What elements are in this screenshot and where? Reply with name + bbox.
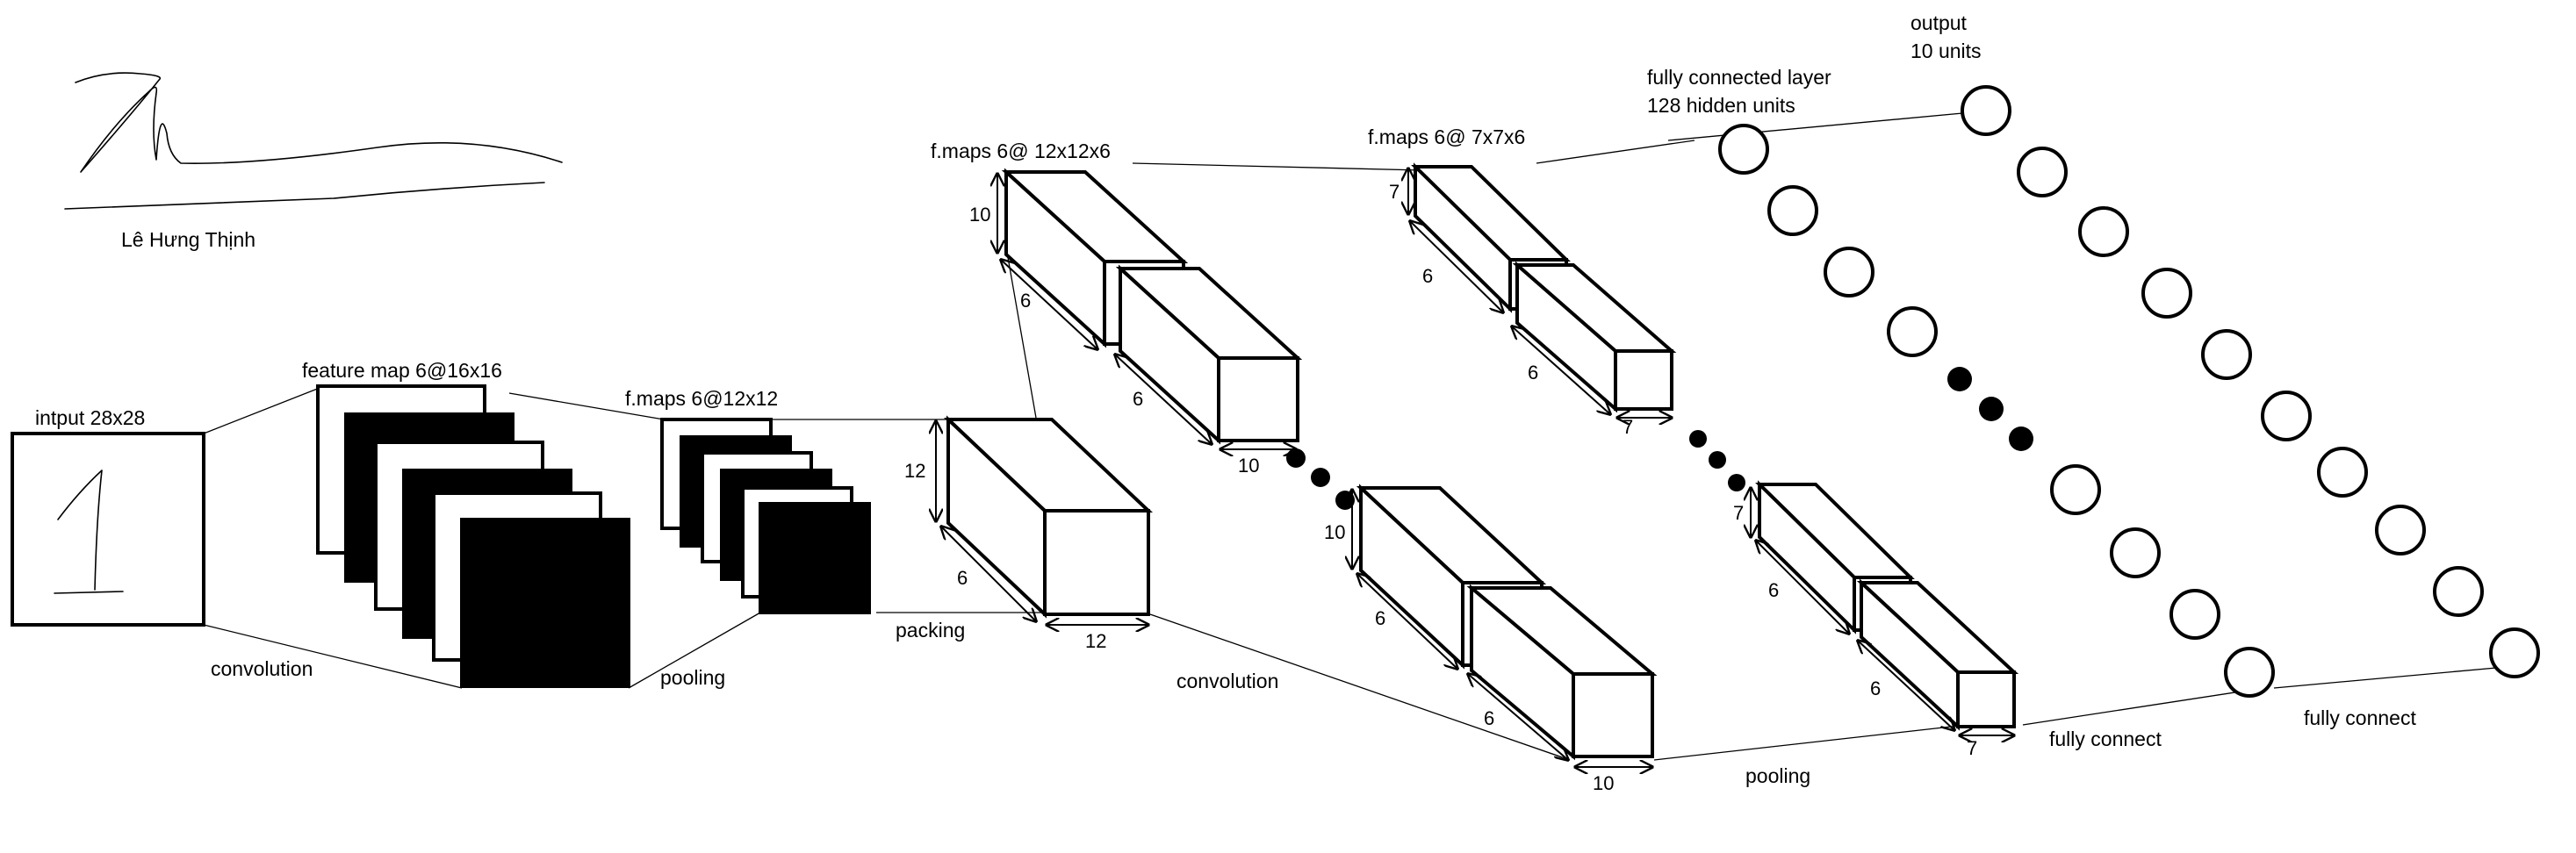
conv-block-upper-front [1115, 264, 1303, 445]
pooled-map-label: f.maps 6@12x12 [625, 387, 778, 410]
conv-block-lower-front [1466, 584, 1658, 761]
output-layer-title: output [1910, 11, 1968, 34]
packed-height-label: 12 [904, 460, 925, 482]
input-image [11, 432, 205, 627]
hidden-layer-title: fully connected layer [1647, 66, 1831, 89]
conv-width-label: 10 [1238, 455, 1259, 477]
pool-width-label: 7 [1623, 416, 1633, 438]
packed-width-label: 12 [1085, 630, 1106, 652]
conv-lower-depth-back-arrow [1357, 574, 1457, 669]
operation-fully-connect-2: fully connect [2304, 706, 2416, 729]
pool-lower-depth-front-label: 6 [1870, 677, 1881, 699]
output-layer-neurons [1961, 85, 2540, 678]
conv-lower-width-label: 10 [1593, 772, 1614, 794]
conv-height-label: 10 [969, 204, 990, 226]
conv-lower-depth-front-label: 6 [1484, 707, 1494, 729]
conv-depth-front-arrow [1115, 355, 1212, 444]
signature-name: Lê Hưng Thịnh [121, 228, 255, 251]
pool-lower-depth-back-arrow [1756, 541, 1849, 634]
packed-depth-label: 6 [957, 567, 968, 589]
pool-height-label: 7 [1389, 181, 1400, 203]
feature-map-stack [316, 384, 630, 688]
hidden-layer-subtitle: 128 hidden units [1647, 94, 1795, 117]
packing-label: packing [896, 619, 965, 642]
input-digit [54, 470, 124, 594]
conv-depth-front-label: 6 [1133, 388, 1143, 410]
packed-depth-arrow [941, 527, 1036, 621]
conv-lower-depth-back-label: 6 [1375, 607, 1385, 629]
conv-continuation-dots [1286, 448, 1355, 510]
operation-convolution-1: convolution [211, 657, 313, 680]
operation-convolution-2: convolution [1176, 670, 1278, 692]
conv-lower-height-label: 10 [1324, 521, 1345, 543]
pool-block-lower-front [1856, 578, 2019, 731]
pool-depth-front-arrow [1512, 326, 1610, 414]
input-label: intput 28x28 [35, 406, 145, 429]
feature-map-label: feature map 6@16x16 [302, 359, 502, 382]
operation-pooling-1: pooling [660, 666, 725, 689]
hidden-layer-neurons [1718, 124, 2275, 698]
conv-lower-depth-front-arrow [1468, 674, 1568, 760]
conv-depth-back-label: 6 [1020, 290, 1031, 312]
pool-maps-label: f.maps 6@ 7x7x6 [1368, 125, 1525, 148]
pooled-map-stack [660, 418, 871, 614]
pool-lower-width-label: 7 [1967, 737, 1977, 759]
packed-block [943, 415, 1154, 619]
pool-lower-height-label: 7 [1733, 502, 1744, 524]
pool-depth-front-label: 6 [1528, 362, 1538, 383]
output-layer-subtitle: 10 units [1910, 39, 1982, 62]
handwritten-signature [64, 72, 563, 210]
conv-depth-back-arrow [1001, 260, 1097, 349]
operation-pooling-2: pooling [1745, 764, 1810, 787]
pool-lower-depth-back-label: 6 [1768, 579, 1779, 601]
conv-maps-label: f.maps 6@ 12x12x6 [931, 140, 1111, 162]
pool-depth-back-label: 6 [1422, 265, 1433, 287]
pool-continuation-dots [1689, 430, 1745, 491]
pool-lower-depth-front-arrow [1858, 641, 1954, 730]
pool-block-upper-front [1512, 261, 1677, 413]
pool-depth-back-arrow [1410, 221, 1503, 312]
operation-fully-connect-1: fully connect [2049, 728, 2162, 750]
